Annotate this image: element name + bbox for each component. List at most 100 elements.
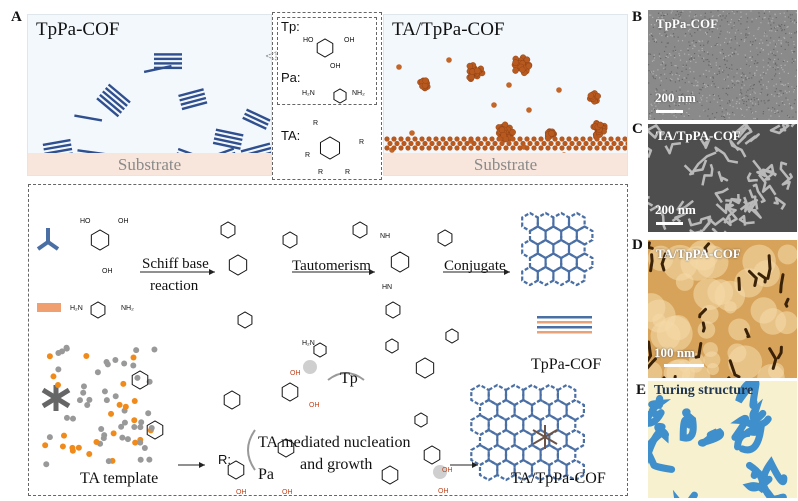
scale-bar-label: 200 nm [655, 90, 696, 105]
scale-bar-label: 200 nm [655, 202, 696, 217]
grain [746, 60, 748, 62]
grain [747, 26, 749, 28]
grain [692, 47, 694, 50]
grain [796, 21, 797, 24]
sem-image-ta-tppa-cof: TA/TpPA-COF 200 nm [648, 124, 797, 232]
grain [767, 22, 769, 24]
grain [779, 77, 781, 79]
grain [652, 38, 654, 40]
grain [751, 112, 754, 114]
grain [699, 115, 701, 117]
substrate-label: Substrate [384, 153, 627, 175]
grain [763, 17, 765, 19]
grain [653, 56, 655, 58]
grain [764, 102, 766, 104]
grain [704, 83, 706, 86]
substrate-particle [405, 145, 411, 151]
grain [780, 81, 782, 83]
afm-dark-groove [649, 253, 654, 273]
grain [681, 40, 684, 42]
grain [751, 111, 753, 113]
grain [681, 11, 683, 13]
labyrinth-domain [761, 163, 775, 177]
grain [678, 22, 680, 24]
grain [791, 62, 793, 64]
grain [649, 34, 651, 36]
grain [699, 54, 701, 56]
grain [661, 17, 663, 19]
labyrinth-domain [752, 159, 775, 181]
grain [662, 113, 664, 115]
grain [735, 51, 737, 53]
substrate-particle [475, 136, 481, 142]
monomer-box [272, 12, 382, 180]
substrate-particle [398, 136, 404, 142]
grain [749, 93, 751, 96]
grain [671, 98, 673, 100]
grain [769, 59, 771, 61]
grain [649, 113, 651, 115]
grain [678, 55, 681, 57]
grain [669, 106, 671, 108]
grain [723, 41, 726, 44]
grain [651, 110, 653, 112]
substrate-particle [510, 145, 516, 151]
substrate-particle [503, 136, 509, 142]
grain [677, 36, 679, 38]
grain [770, 115, 772, 117]
grain [671, 74, 673, 76]
grain [714, 116, 716, 118]
grain [758, 42, 761, 45]
grain [767, 69, 769, 71]
grain [789, 14, 791, 16]
cof-sheet [96, 97, 120, 118]
substrate-particle [608, 136, 614, 142]
grain [723, 78, 725, 80]
grain [722, 57, 725, 59]
afm-dark-groove [703, 242, 711, 253]
grain [738, 45, 740, 47]
substrate-particle [457, 140, 463, 147]
cof-sheet [214, 132, 243, 142]
conjugate-label: Conjugate [444, 258, 506, 274]
substrate-particle [440, 145, 446, 151]
grain [719, 13, 721, 16]
grain [706, 85, 708, 88]
grain [788, 103, 791, 105]
grain [678, 74, 681, 77]
afm-dark-groove [701, 321, 706, 333]
turing-stripe [742, 475, 776, 498]
grain [778, 36, 780, 38]
grain [709, 18, 711, 20]
cof-stack [242, 108, 271, 130]
particle [597, 121, 604, 129]
grain [788, 91, 790, 93]
grain [683, 115, 685, 117]
grain [796, 85, 797, 87]
cof-sheet [43, 143, 72, 151]
grain [648, 53, 650, 55]
grain [727, 12, 729, 15]
substrate-particle [541, 140, 547, 147]
grain [705, 69, 707, 72]
grain [795, 111, 797, 113]
grain [704, 110, 706, 112]
grain [747, 34, 749, 36]
substrate-particle [503, 145, 509, 151]
grain [669, 78, 672, 80]
grain [746, 104, 748, 106]
grain [787, 44, 790, 46]
grain [705, 76, 708, 78]
grain [752, 91, 754, 93]
grain [762, 84, 764, 86]
grain [717, 10, 719, 12]
grain [778, 72, 781, 74]
labyrinth-domain [729, 139, 747, 158]
sem-texture [648, 10, 797, 120]
grain [701, 57, 703, 60]
grain [762, 111, 765, 113]
grain [724, 79, 727, 81]
grain [666, 13, 668, 15]
grain [696, 100, 698, 103]
grain [698, 92, 700, 94]
